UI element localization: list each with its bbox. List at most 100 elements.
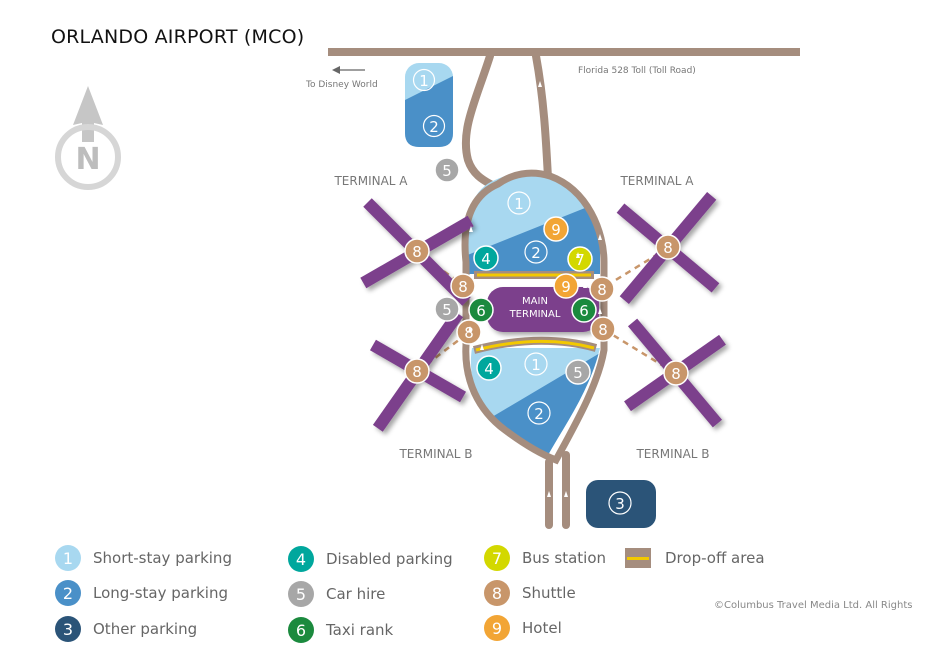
marker-taxi-west [468, 297, 494, 323]
legend-item-taxi-rank[interactable]: 6 Taxi rank [288, 615, 393, 645]
svg-text:5: 5 [573, 364, 583, 382]
svg-text:8: 8 [598, 321, 608, 339]
road-direction-arrow-icon [583, 282, 587, 288]
svg-text:8: 8 [663, 239, 673, 257]
svg-text:7: 7 [575, 251, 585, 269]
legend-item-hotel[interactable]: 9 Hotel [484, 613, 562, 643]
road-direction-arrow-icon [598, 234, 602, 240]
legend-marker-short-stay: 1 [55, 545, 81, 571]
terminal-b-right-label: TERMINAL B [635, 447, 709, 461]
marker-short-stay-south [524, 352, 548, 376]
svg-text:6: 6 [579, 302, 589, 320]
road-direction-arrow-icon [469, 226, 473, 232]
legend-item-other-parking[interactable]: 3 Other parking [55, 614, 197, 644]
terminal-b-left-label: TERMINAL B [398, 447, 472, 461]
marker-short-stay-north [507, 191, 531, 215]
other-parking-lot [586, 480, 656, 528]
legend-label-shuttle: Shuttle [522, 584, 576, 602]
marker-shuttle-terminal-ne [589, 276, 615, 302]
north-compass: N [55, 86, 121, 190]
svg-text:2: 2 [534, 405, 544, 423]
legend-label-other-parking: Other parking [93, 620, 198, 638]
marker-shuttle-b-left [404, 358, 430, 384]
marker-shuttle-terminal-nw [450, 273, 476, 299]
svg-text:3: 3 [615, 495, 625, 513]
marker-disabled-north [473, 245, 499, 271]
road-direction-arrow-icon [598, 308, 602, 314]
marker-long-stay-south [527, 401, 551, 425]
svg-text:5: 5 [442, 162, 452, 180]
toll-road-label: Florida 528 Toll (Toll Road) [578, 66, 696, 76]
solid-markers [404, 157, 689, 386]
svg-text:2: 2 [429, 118, 439, 136]
marker-other-parking [608, 491, 632, 515]
legend-marker-shuttle: 8 [484, 580, 510, 606]
dropoff-north [474, 271, 594, 279]
main-terminal-label-2: TERMINAL [509, 309, 561, 320]
svg-text:1: 1 [419, 72, 429, 90]
legend-marker-other-parking: 3 [55, 616, 81, 642]
main-terminal-label-1: MAIN [522, 296, 548, 307]
marker-taxi-east [571, 297, 597, 323]
svg-text:1: 1 [531, 356, 541, 374]
legend-item-dropoff[interactable]: Drop-off area [625, 543, 765, 573]
parking-north-lot [405, 63, 453, 147]
marker-car-hire-north [434, 157, 460, 183]
toll-road [328, 48, 800, 56]
north-arrow-icon [73, 86, 103, 142]
svg-text:1: 1 [514, 195, 524, 213]
road-direction-arrow-icon [564, 491, 568, 497]
marker-hotel-north [543, 216, 569, 242]
legend-item-short-stay[interactable]: 1 Short-stay parking [55, 543, 232, 573]
svg-text:8: 8 [464, 324, 474, 342]
compass-letter: N [75, 142, 100, 177]
dropoff-swatch-icon [625, 548, 651, 568]
legend-label-bus-station: Bus station [522, 549, 607, 567]
legend-item-long-stay[interactable]: 2 Long-stay parking [55, 578, 228, 608]
to-disney-label: To Disney World [305, 80, 378, 90]
to-disney-arrow-icon [332, 66, 365, 74]
road-direction-arrow-icon [576, 252, 580, 258]
svg-text:4: 4 [481, 250, 491, 268]
legend-marker-bus-station: 7 [484, 545, 510, 571]
copyright-notice: ©Columbus Travel Media Ltd. All Rights [714, 600, 913, 611]
legend-label-disabled: Disabled parking [326, 550, 453, 568]
legend-label-long-stay: Long-stay parking [93, 584, 229, 602]
legend-marker-hotel: 9 [484, 615, 510, 641]
legend-item-shuttle[interactable]: 8 Shuttle [484, 578, 576, 608]
legend-marker-disabled: 4 [288, 546, 314, 572]
marker-short-stay-lot [412, 68, 436, 92]
legend-label-dropoff: Drop-off area [665, 549, 765, 567]
marker-shuttle-a-right [655, 234, 681, 260]
road-direction-arrow-icon [488, 74, 492, 80]
marker-disabled-south [476, 355, 502, 381]
svg-text:5: 5 [442, 301, 452, 319]
outlined-markers [412, 68, 632, 515]
svg-text:9: 9 [551, 221, 561, 239]
svg-text:8: 8 [412, 243, 422, 261]
legend-item-disabled[interactable]: 4 Disabled parking [288, 544, 453, 574]
main-terminal[interactable]: MAIN TERMINAL [487, 287, 599, 332]
svg-text:8: 8 [412, 363, 422, 381]
marker-bus-station [567, 246, 593, 272]
svg-text:2: 2 [531, 244, 541, 262]
legend-marker-long-stay: 2 [55, 580, 81, 606]
terminal-a-right-label: TERMINAL A [619, 174, 694, 188]
svg-text:4: 4 [484, 360, 494, 378]
legend-marker-taxi-rank: 6 [288, 617, 314, 643]
svg-text:8: 8 [458, 278, 468, 296]
legend-label-car-hire: Car hire [326, 585, 386, 603]
map-title: ORLANDO AIRPORT (MCO) [51, 26, 305, 48]
road-direction-arrow-icon [547, 491, 551, 497]
marker-long-stay-lot [422, 114, 446, 138]
svg-text:8: 8 [671, 365, 681, 383]
svg-text:6: 6 [476, 302, 486, 320]
marker-car-hire-south [565, 359, 591, 385]
marker-shuttle-b-right [663, 360, 689, 386]
legend-item-car-hire[interactable]: 5 Car hire [288, 579, 385, 609]
legend-label-short-stay: Short-stay parking [93, 549, 232, 567]
svg-text:9: 9 [561, 278, 571, 296]
legend-item-bus-station[interactable]: 7 Bus station [484, 543, 606, 573]
marker-long-stay-north [524, 240, 548, 264]
